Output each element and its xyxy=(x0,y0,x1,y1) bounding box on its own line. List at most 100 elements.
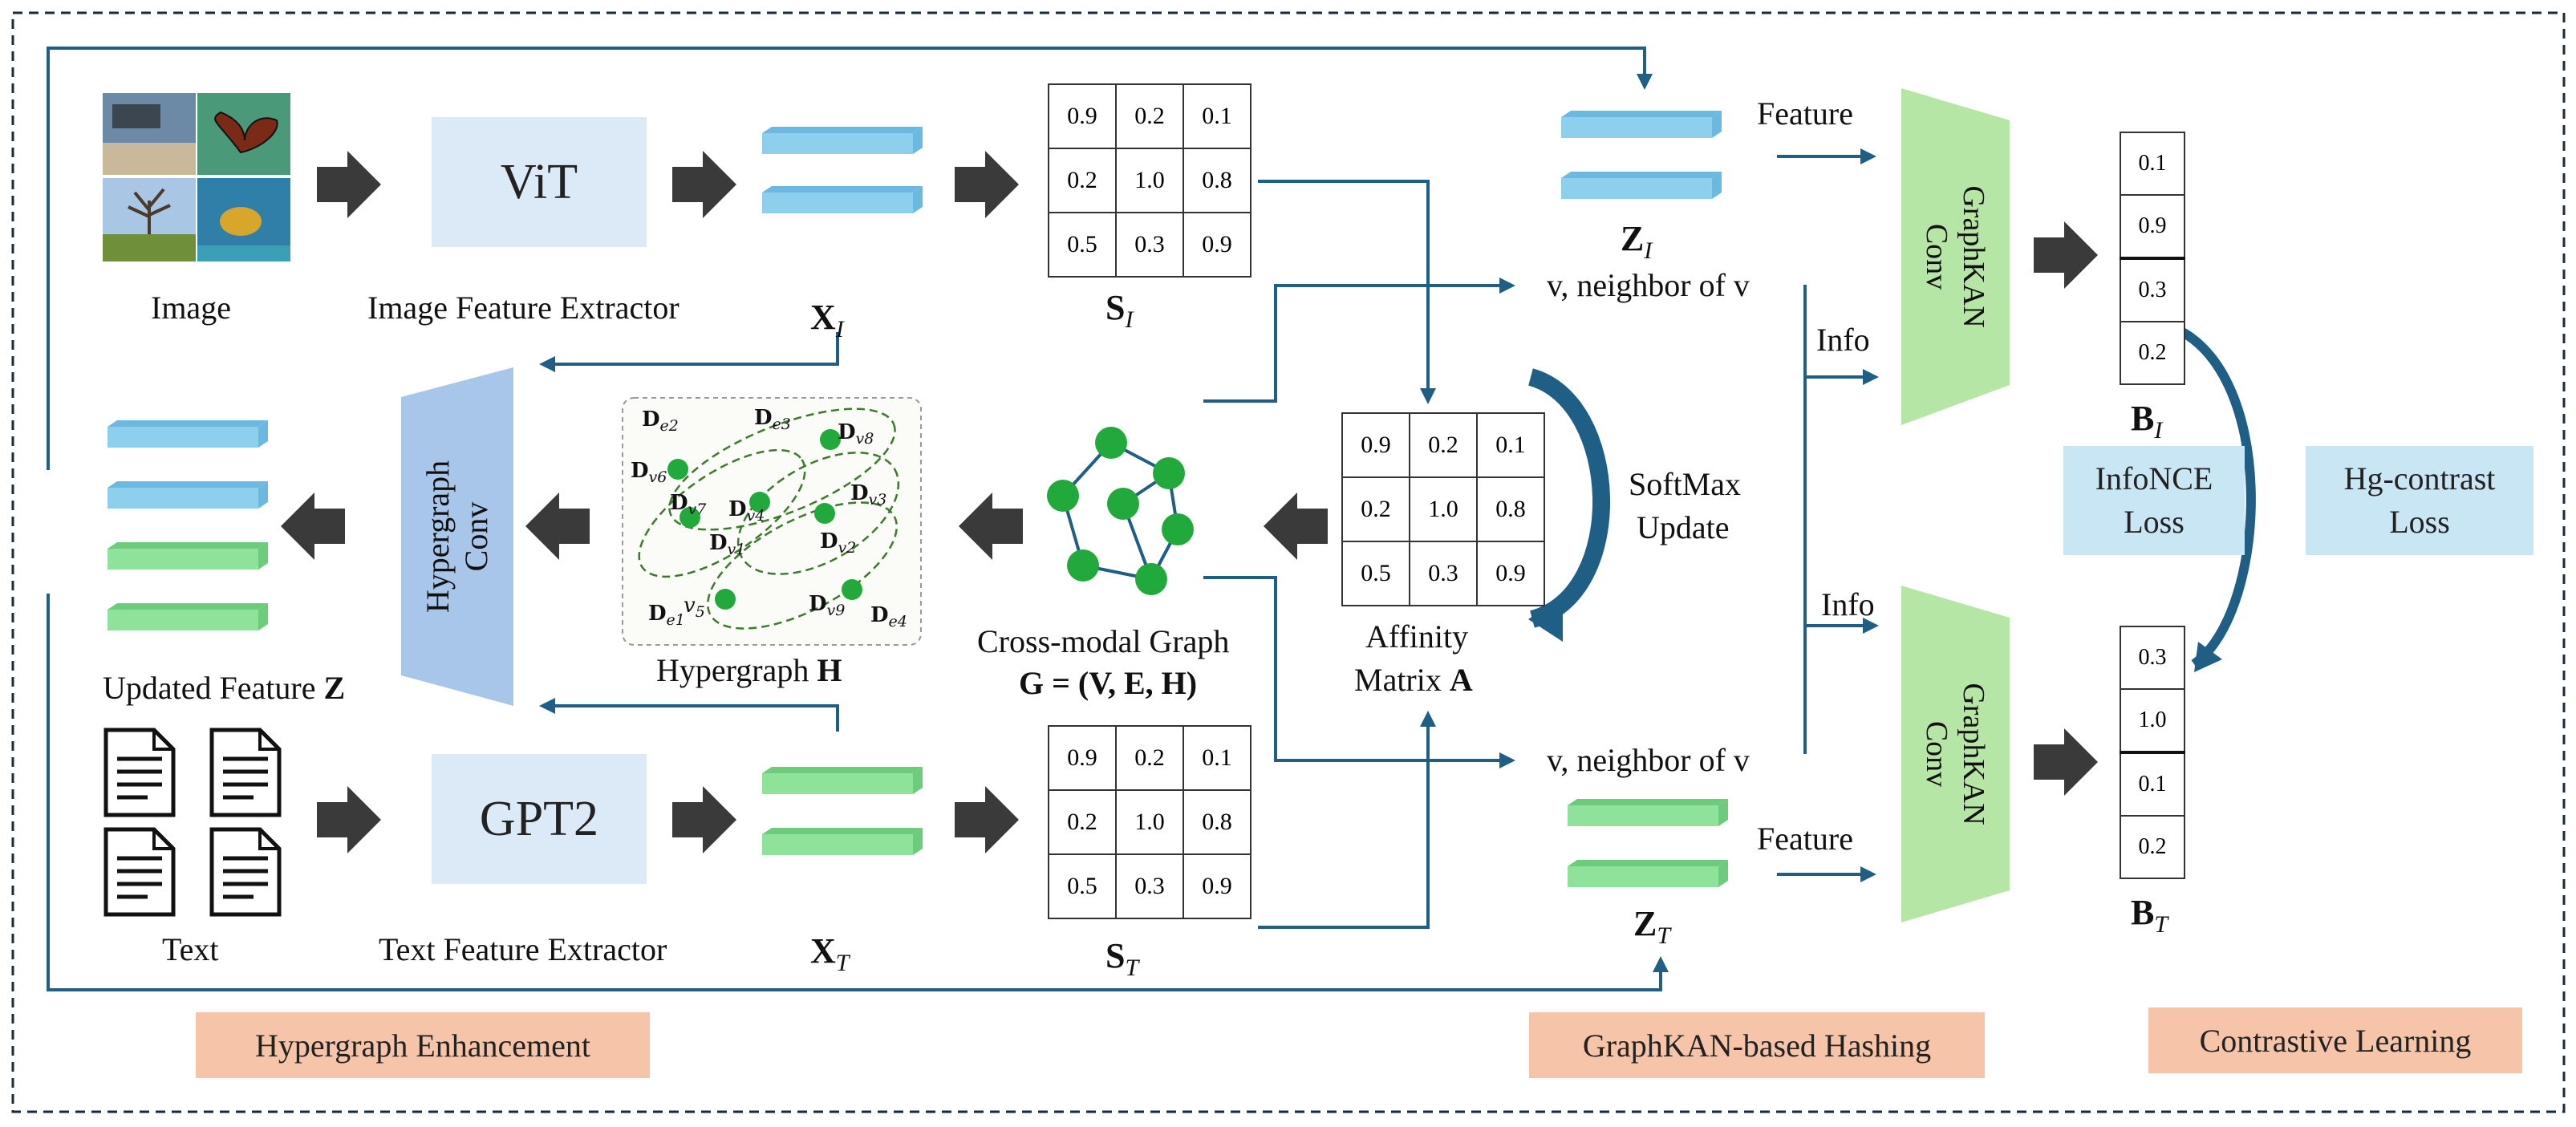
hash-row: 0.3 xyxy=(2120,626,2185,690)
affinity-label-2: Matrix A xyxy=(1354,662,1473,698)
hyperedge-label-sub: v9 xyxy=(826,602,846,620)
graphkan-conv-top xyxy=(1901,88,2010,425)
matrix-cell: 0.9 xyxy=(1476,541,1545,606)
arrow-right-icon xyxy=(672,151,736,218)
hash-row: 0.2 xyxy=(2120,321,2185,385)
document-icon xyxy=(209,827,282,917)
document-icon xyxy=(103,827,176,917)
section-contrastive-learning: Contrastive Learning xyxy=(2148,1007,2522,1073)
matrix-cell: 0.1 xyxy=(1476,412,1545,478)
arrow-right-icon xyxy=(955,786,1019,853)
matrix-cell: 0.5 xyxy=(1048,853,1117,919)
feature-bar-top xyxy=(1561,111,1722,117)
graphkan-label-bottom: GraphKAN Conv xyxy=(1920,683,1990,825)
graphkan-conv-bottom xyxy=(1901,586,2010,922)
feature-bar xyxy=(108,549,258,570)
matrix-cell: 0.2 xyxy=(1409,412,1478,478)
feature-bars-text xyxy=(762,767,923,855)
section-hypergraph-enhancement: Hypergraph Enhancement xyxy=(196,1012,650,1078)
feature-bar-top xyxy=(1568,860,1728,866)
feature-bars-zt xyxy=(1568,799,1728,887)
hyperedge-label: Dv4 xyxy=(728,497,765,525)
hyperedge-label-sub: e3 xyxy=(772,416,791,434)
matrix-cell: 0.9 xyxy=(1341,412,1410,478)
hyperedge-label: De1 xyxy=(648,602,685,629)
hypergraph-conv-block xyxy=(401,367,513,706)
hyperedge-label-base: D xyxy=(809,592,827,616)
cross-modal-label-2: G = (V, E, H) xyxy=(1019,665,1198,701)
hyperedge-label-sub: e4 xyxy=(888,613,907,631)
hyperedge-label-base: v xyxy=(684,594,696,618)
zt-symbol: ZT xyxy=(1633,904,1671,949)
feature-bar-side xyxy=(1718,799,1728,826)
feature-bar-top xyxy=(108,603,268,610)
feature-bar xyxy=(762,834,913,855)
matrix-cell: 0.5 xyxy=(1341,541,1410,606)
text-documents xyxy=(103,728,282,917)
feature-bar xyxy=(762,773,913,794)
hypergraph-conv-label: Hypergraph Conv xyxy=(420,460,494,614)
feature-bar xyxy=(1561,117,1712,138)
feature-bar-top xyxy=(762,186,923,193)
matrix-cell: 0.1 xyxy=(1183,725,1251,791)
matrix-cell: 0.3 xyxy=(1115,212,1184,278)
feature-bar-side xyxy=(1712,172,1722,199)
feature-bar-top xyxy=(108,420,268,427)
hyperedge-label: Dv6 xyxy=(631,459,667,486)
feature-bar-side xyxy=(258,420,268,448)
text-extractor-label: Text Feature Extractor xyxy=(379,931,667,967)
matrix-cell: 0.9 xyxy=(1048,83,1117,149)
vit-extractor: ViT xyxy=(432,117,647,247)
hyperedge-label-sub: v4 xyxy=(746,507,765,525)
text-label: Text xyxy=(162,931,219,967)
arrow-left-icon xyxy=(281,493,345,560)
thumb-tree-grass xyxy=(103,234,196,261)
hyperedge-label-base: D xyxy=(850,481,869,505)
arrow-right-icon xyxy=(317,786,381,853)
matrix-cell: 0.9 xyxy=(1048,725,1117,791)
hash-cell: 0.1 xyxy=(2120,132,2185,196)
softmax-update-arrow xyxy=(1527,368,1610,628)
hyperedge-label-base: D xyxy=(648,602,667,626)
feature-bar xyxy=(108,610,258,630)
hg-contrast-arrow xyxy=(2164,320,2256,668)
hyperedge-label: v5 xyxy=(684,594,705,621)
feature-bar xyxy=(762,133,913,154)
thumb-beach-sand xyxy=(103,143,196,175)
hypergraph-vertices xyxy=(667,429,862,610)
xi-symbol: XI xyxy=(810,298,844,343)
matrix-cell: 0.3 xyxy=(1115,853,1184,919)
feature-bar-side xyxy=(258,481,268,509)
hash-cell: 0.2 xyxy=(2120,815,2185,879)
hyperedge-label-sub: v8 xyxy=(855,430,874,448)
image-label: Image xyxy=(151,290,231,326)
matrix-cell: 1.0 xyxy=(1409,476,1478,542)
si-symbol: SI xyxy=(1105,288,1134,333)
hyperedge-label: Dv9 xyxy=(809,592,845,619)
gpt2-extractor: GPT2 xyxy=(432,754,647,884)
matrix-cell: 0.9 xyxy=(1183,853,1251,919)
matrix-cell: 0.2 xyxy=(1115,725,1184,791)
feature-bar-side xyxy=(913,186,923,213)
feature-bar-top xyxy=(108,481,268,488)
softmax-label-2: Update xyxy=(1637,509,1730,545)
hash-row: 1.0 xyxy=(2120,688,2185,754)
softmax-arrowhead xyxy=(1528,595,1563,642)
feature-bar-side xyxy=(1718,860,1728,887)
matrix-cell: 0.2 xyxy=(1115,83,1184,149)
feature-bar-top xyxy=(762,767,923,773)
feature-label-top: Feature xyxy=(1757,95,1853,132)
feature-bars-zi xyxy=(1561,111,1722,199)
tree-icon xyxy=(128,188,171,234)
hyperedge-label: Dv1 xyxy=(709,531,745,558)
connectors xyxy=(47,47,1879,991)
